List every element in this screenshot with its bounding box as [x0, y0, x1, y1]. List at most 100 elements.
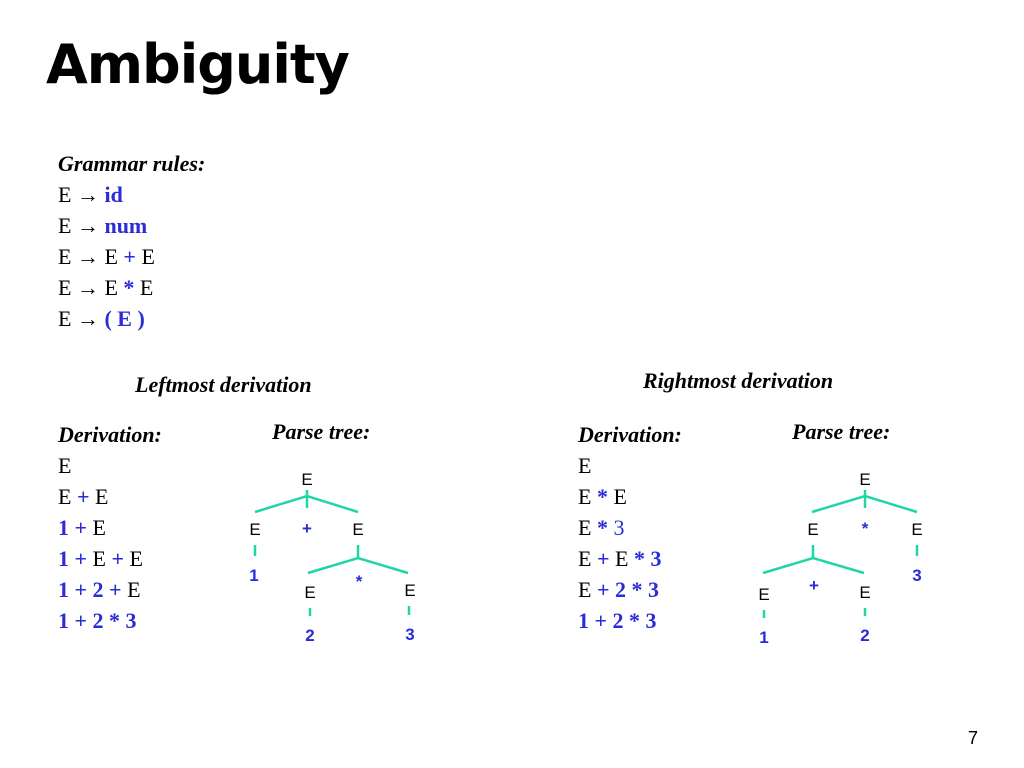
tree-operator: + [809, 576, 819, 595]
grammar-rule: E → id [58, 179, 205, 210]
derivation-token: 1 [58, 577, 69, 602]
tree-node: E [758, 585, 769, 604]
tree-edge [762, 556, 865, 575]
derivation-token: * [596, 515, 608, 540]
tree-edges [762, 490, 919, 618]
arrow-icon: → [76, 244, 99, 269]
rule-lhs: E [58, 275, 72, 300]
page-number: 7 [968, 728, 979, 748]
tree-operator: * [862, 519, 869, 538]
tree-node: E [859, 470, 870, 489]
derivation-step: E * E [578, 481, 682, 512]
derivation-step: 1 + E [58, 512, 162, 543]
derivation-token: E [95, 484, 109, 509]
derivation-step: E * 3 [578, 512, 682, 543]
arrow-icon: → [76, 306, 99, 331]
derivation-token: 1 + 2 * 3 [58, 608, 137, 633]
derivation-step: 1 + 2 * 3 [578, 605, 682, 636]
rule-lhs: E [58, 213, 72, 238]
derivation-token: + [74, 577, 88, 602]
tree-leaf: 3 [405, 625, 414, 644]
arrow-icon: → [76, 213, 99, 238]
leftmost-caption: Leftmost derivation [135, 372, 312, 397]
rule-symbol: E [141, 244, 155, 269]
grammar-rule: E → num [58, 210, 205, 241]
tree-node: E [859, 583, 870, 602]
derivation-token: 2 [92, 577, 104, 602]
derivation-step: E + E [58, 481, 162, 512]
derivation-step: E + 2 * 3 [578, 574, 682, 605]
tree-edge [811, 494, 918, 514]
rule-terminal: ( E ) [104, 306, 145, 331]
derivation-token: E [578, 546, 592, 571]
rule-symbol: E [104, 244, 118, 269]
tree-node: E [911, 520, 922, 539]
tree-node: E [404, 581, 415, 600]
derivation-step: 1 + 2 + E [58, 574, 162, 605]
derivation-token: E [615, 546, 629, 571]
tree-leaf: 1 [249, 566, 258, 585]
tree-edges [253, 490, 411, 616]
rule-lhs: E [58, 306, 72, 331]
derivation-token: + [109, 577, 122, 602]
rule-lhs: E [58, 182, 72, 207]
tree-leaf: 2 [305, 626, 314, 645]
derivation-token: 1 [58, 515, 69, 540]
rule-symbol: E [139, 275, 154, 300]
derivation-step: E [578, 450, 682, 481]
derivation-token: * [596, 484, 608, 509]
derivation-token: E [92, 515, 106, 540]
derivation-token: E [127, 577, 141, 602]
rightmost-caption: Rightmost derivation [643, 368, 834, 393]
derivation-token: + [111, 546, 125, 571]
slide-title: Ambiguity [46, 33, 350, 96]
derivation-token: + [76, 484, 90, 509]
tree-edge [254, 494, 359, 514]
derivation-token: E [578, 484, 592, 509]
derivation-token: E [578, 515, 592, 540]
arrow-icon: → [76, 275, 99, 300]
grammar-heading: Grammar rules: [58, 151, 206, 176]
rule-terminal: + [123, 244, 136, 269]
derivation-token: * 3 [633, 546, 662, 571]
derivation-token: 1 + 2 * 3 [578, 608, 657, 633]
derivation-token: E [58, 453, 72, 478]
derivation-token: + [596, 546, 610, 571]
tree-edge [307, 556, 409, 575]
tree-node: E [352, 520, 363, 539]
derivation-token: E [613, 484, 627, 509]
derivation-token: E [578, 453, 592, 478]
leftmost-derivation-heading: Derivation: [58, 422, 162, 447]
derivation-token: E [578, 577, 592, 602]
rightmost-parse-tree-heading: Parse tree: [792, 419, 891, 444]
derivation-token: E [58, 484, 72, 509]
tree-node: E [304, 583, 315, 602]
grammar-rule: E → E * E [58, 272, 205, 303]
derivation-token: + [74, 515, 88, 540]
tree-leaf: 1 [759, 628, 768, 647]
rightmost-parse-tree: E E * E 3 E + E 1 2 [758, 470, 922, 647]
derivation-step: E [58, 450, 162, 481]
derivation-step: 1 + 2 * 3 [58, 605, 162, 636]
rule-terminal: id [104, 182, 123, 207]
leftmost-parse-tree-heading: Parse tree: [272, 419, 371, 444]
tree-leaf: 2 [860, 626, 869, 645]
tree-leaf: 3 [912, 566, 921, 585]
arrow-icon: → [76, 182, 99, 207]
derivation-step: E + E * 3 [578, 543, 682, 574]
tree-node: E [807, 520, 818, 539]
rightmost-derivation-heading: Derivation: [578, 422, 682, 447]
tree-node: E [249, 520, 260, 539]
tree-operator: * [356, 572, 363, 591]
rule-terminal: num [104, 213, 148, 238]
derivation-token: E [92, 546, 106, 571]
grammar-rule: E → E + E [58, 241, 205, 272]
rule-symbol: E [104, 275, 118, 300]
